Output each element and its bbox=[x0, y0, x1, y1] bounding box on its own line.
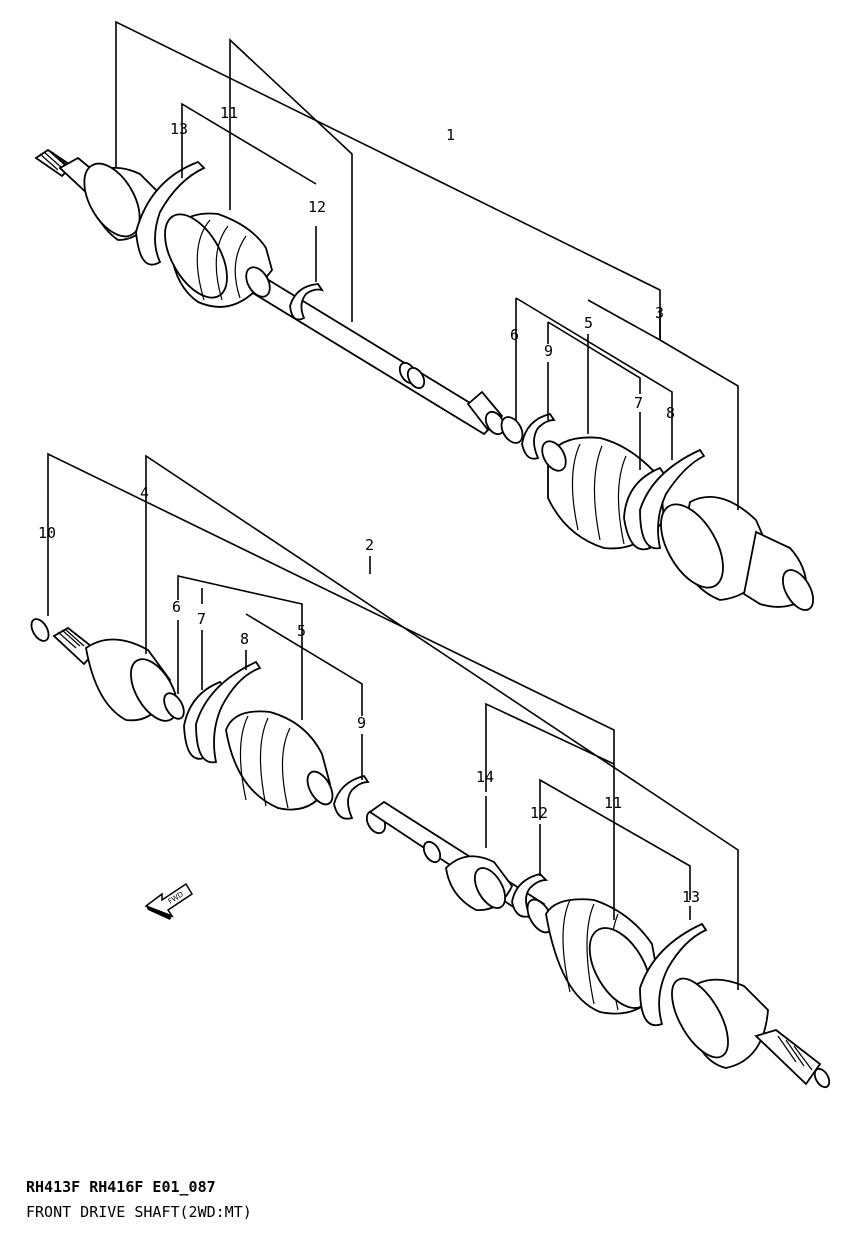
upper-outer-boot bbox=[164, 212, 273, 308]
diagram-model-code: RH413F RH416F E01_087 bbox=[26, 1178, 216, 1196]
upper-leader-lines bbox=[115, 20, 739, 510]
callout-9b: 9 bbox=[357, 714, 366, 732]
lower-outer-cv-joint bbox=[671, 977, 831, 1089]
callout-9a: 9 bbox=[544, 342, 553, 360]
callout-4: 4 bbox=[140, 484, 149, 502]
callout-1: 1 bbox=[446, 126, 455, 144]
lower-clip-9 bbox=[333, 774, 370, 820]
callout-labels: 1 11 13 12 3 5 6 9 7 8 10 4 2 6 7 8 5 9 … bbox=[38, 104, 700, 906]
upper-boot-clamp-8 bbox=[639, 448, 706, 550]
upper-shaft-bar bbox=[246, 274, 506, 436]
lower-boot-clamp-13 bbox=[639, 922, 708, 1027]
callout-12a: 12 bbox=[308, 198, 326, 216]
callout-7b: 7 bbox=[197, 610, 206, 628]
callout-11b: 11 bbox=[604, 794, 622, 812]
callout-10: 10 bbox=[38, 524, 56, 542]
lower-leader-lines bbox=[47, 452, 739, 990]
lower-outer-boot bbox=[526, 898, 661, 1015]
callout-12b: 12 bbox=[530, 804, 548, 822]
callout-7a: 7 bbox=[634, 394, 643, 412]
callout-13b: 13 bbox=[682, 888, 700, 906]
callout-14: 14 bbox=[476, 768, 494, 786]
lower-circlip-10 bbox=[30, 618, 50, 642]
callout-8b: 8 bbox=[240, 630, 249, 648]
lower-shaft-assembly bbox=[30, 618, 831, 1089]
upper-shaft-assembly bbox=[34, 148, 815, 611]
callout-11a: 11 bbox=[220, 104, 238, 122]
upper-boot-clamp-13 bbox=[135, 160, 206, 266]
lower-boot-clamp-8 bbox=[195, 660, 262, 764]
upper-snap-ring-6 bbox=[500, 416, 524, 444]
upper-boot-clamp-12 bbox=[289, 283, 325, 321]
upper-outer-cv-joint bbox=[34, 148, 159, 241]
forward-direction-arrow-icon: FWD bbox=[144, 882, 194, 920]
lower-inner-cv-joint bbox=[52, 626, 178, 722]
callout-8a: 8 bbox=[666, 404, 675, 422]
diagram-title: FRONT DRIVE SHAFT(2WD:MT) bbox=[26, 1203, 252, 1221]
upper-clip-9 bbox=[521, 412, 556, 460]
callout-13a: 13 bbox=[170, 120, 188, 138]
callout-5b: 5 bbox=[297, 622, 306, 640]
callout-2: 2 bbox=[365, 536, 374, 554]
callout-6b: 6 bbox=[172, 598, 181, 616]
callout-6a: 6 bbox=[510, 326, 519, 344]
upper-inner-cv-joint-housing bbox=[660, 495, 815, 611]
lower-inner-boot bbox=[225, 710, 334, 811]
callout-5a: 5 bbox=[584, 314, 593, 332]
lower-snap-ring-6 bbox=[163, 692, 185, 720]
callout-3: 3 bbox=[655, 304, 664, 322]
lower-dynamic-damper-14 bbox=[445, 855, 514, 911]
